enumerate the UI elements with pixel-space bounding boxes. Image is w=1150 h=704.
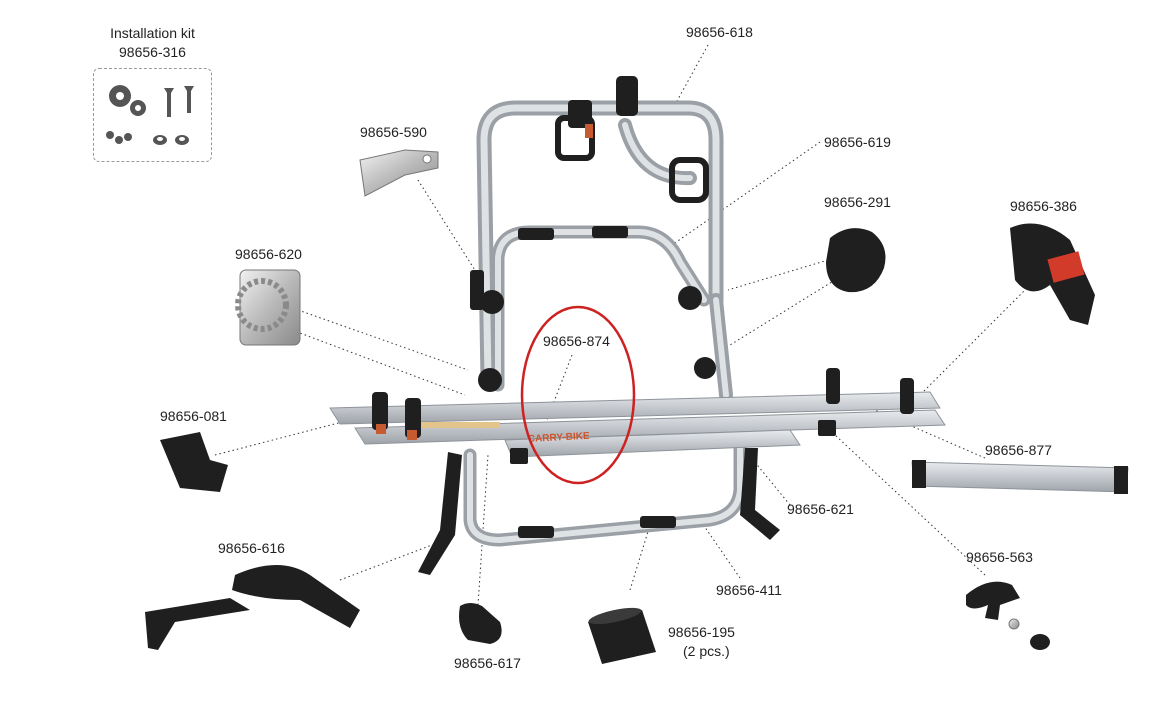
rack-frame: [463, 100, 747, 547]
part-label-081: 98656-081: [160, 408, 227, 424]
part-label-617: 98656-617: [454, 655, 521, 671]
part-label-411: 98656-411: [716, 582, 782, 598]
rail-end-877: [911, 460, 1129, 494]
part-label-386: 98656-386: [1010, 198, 1077, 214]
part-label-877: 98656-877: [985, 442, 1052, 458]
part-label-563: 98656-563: [966, 549, 1033, 565]
bolt-icon: [164, 88, 174, 117]
strap-386: [1010, 223, 1095, 325]
screw-icon: [184, 86, 194, 113]
part-label-618: 98656-618: [686, 24, 753, 40]
installation-kit-title: Installation kit: [110, 25, 195, 41]
rail-brand-text: CARRY-BIKE: [528, 431, 591, 445]
red-accents: [376, 124, 593, 440]
part-label-195: 98656-195: [668, 624, 735, 640]
cup-617: [459, 603, 502, 644]
installation-kit-icons: [106, 85, 194, 145]
strap-616: [145, 565, 360, 650]
part-label-616: 98656-616: [218, 540, 285, 556]
part-label-621: 98656-621: [787, 501, 854, 517]
chain-icon: [106, 131, 114, 139]
part-label-874: 98656-874: [543, 333, 610, 349]
t-knob-563: [966, 581, 1050, 650]
installation-kit-box: [93, 68, 212, 162]
highlight-circle: [520, 305, 636, 485]
wheel-rails: CARRY-BIKE: [329, 391, 946, 458]
black-clamps: [372, 76, 914, 575]
part-label-590: 98656-590: [360, 124, 427, 140]
strap-buckle-590: [359, 149, 439, 197]
part-label-291: 98656-291: [824, 194, 891, 210]
part-label-620: 98656-620: [235, 246, 302, 262]
ratchet-620: [235, 269, 301, 346]
wheel-holder-081: [160, 432, 228, 492]
part-label-619: 98656-619: [824, 134, 891, 150]
installation-kit-part: 98656-316: [119, 44, 186, 60]
part-label-195-qty: (2 pcs.): [683, 643, 730, 659]
knob-291: [826, 228, 886, 293]
sleeve-195: [588, 607, 656, 664]
